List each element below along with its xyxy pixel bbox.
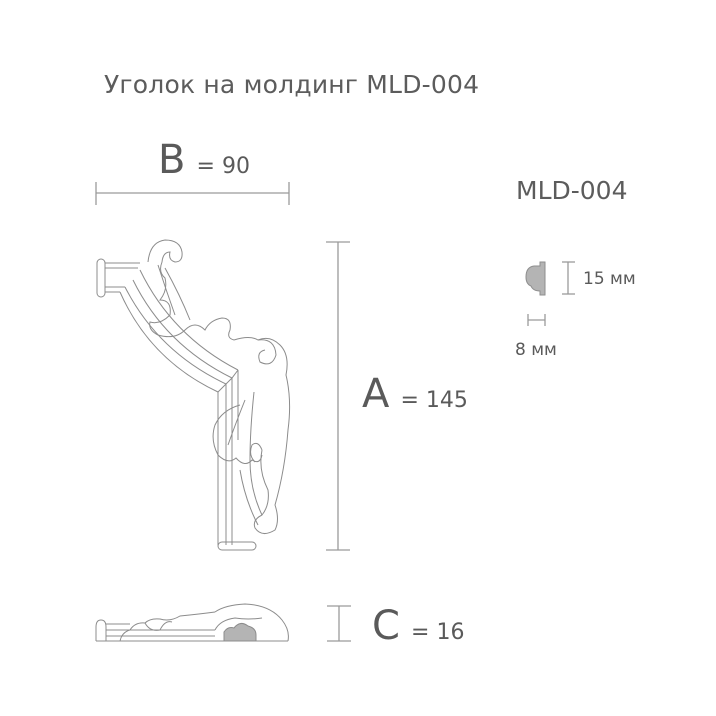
dimension-c-line bbox=[327, 605, 351, 642]
dimension-c-letter: C bbox=[372, 603, 400, 649]
profile-width-line bbox=[527, 314, 546, 326]
dimension-a-line bbox=[326, 241, 350, 551]
drawing-title: Уголок на молдинг MLD-004 bbox=[104, 70, 480, 99]
dimension-a-letter: A bbox=[362, 371, 390, 417]
dimension-b-letter: B bbox=[158, 137, 186, 183]
dimension-b-value: = 90 bbox=[196, 154, 250, 179]
profile-height-label: 15 мм bbox=[583, 269, 636, 289]
profile-height-line bbox=[562, 261, 575, 295]
profile-section-shape bbox=[525, 261, 546, 296]
corner-molding-side-view bbox=[95, 603, 289, 642]
side-view-profile-fill bbox=[223, 622, 257, 642]
dimension-a-value: = 145 bbox=[400, 388, 468, 413]
dimension-c-value: = 16 bbox=[411, 620, 465, 645]
dimension-b-line bbox=[95, 182, 290, 205]
profile-model-label: MLD-004 bbox=[516, 176, 628, 205]
dimension-b-label: B = 90 bbox=[158, 140, 250, 180]
corner-molding-front-view bbox=[96, 239, 291, 551]
dimension-c-label: C = 16 bbox=[372, 606, 464, 646]
profile-width-label: 8 мм bbox=[515, 340, 557, 360]
dimension-a-label: A = 145 bbox=[362, 374, 468, 414]
